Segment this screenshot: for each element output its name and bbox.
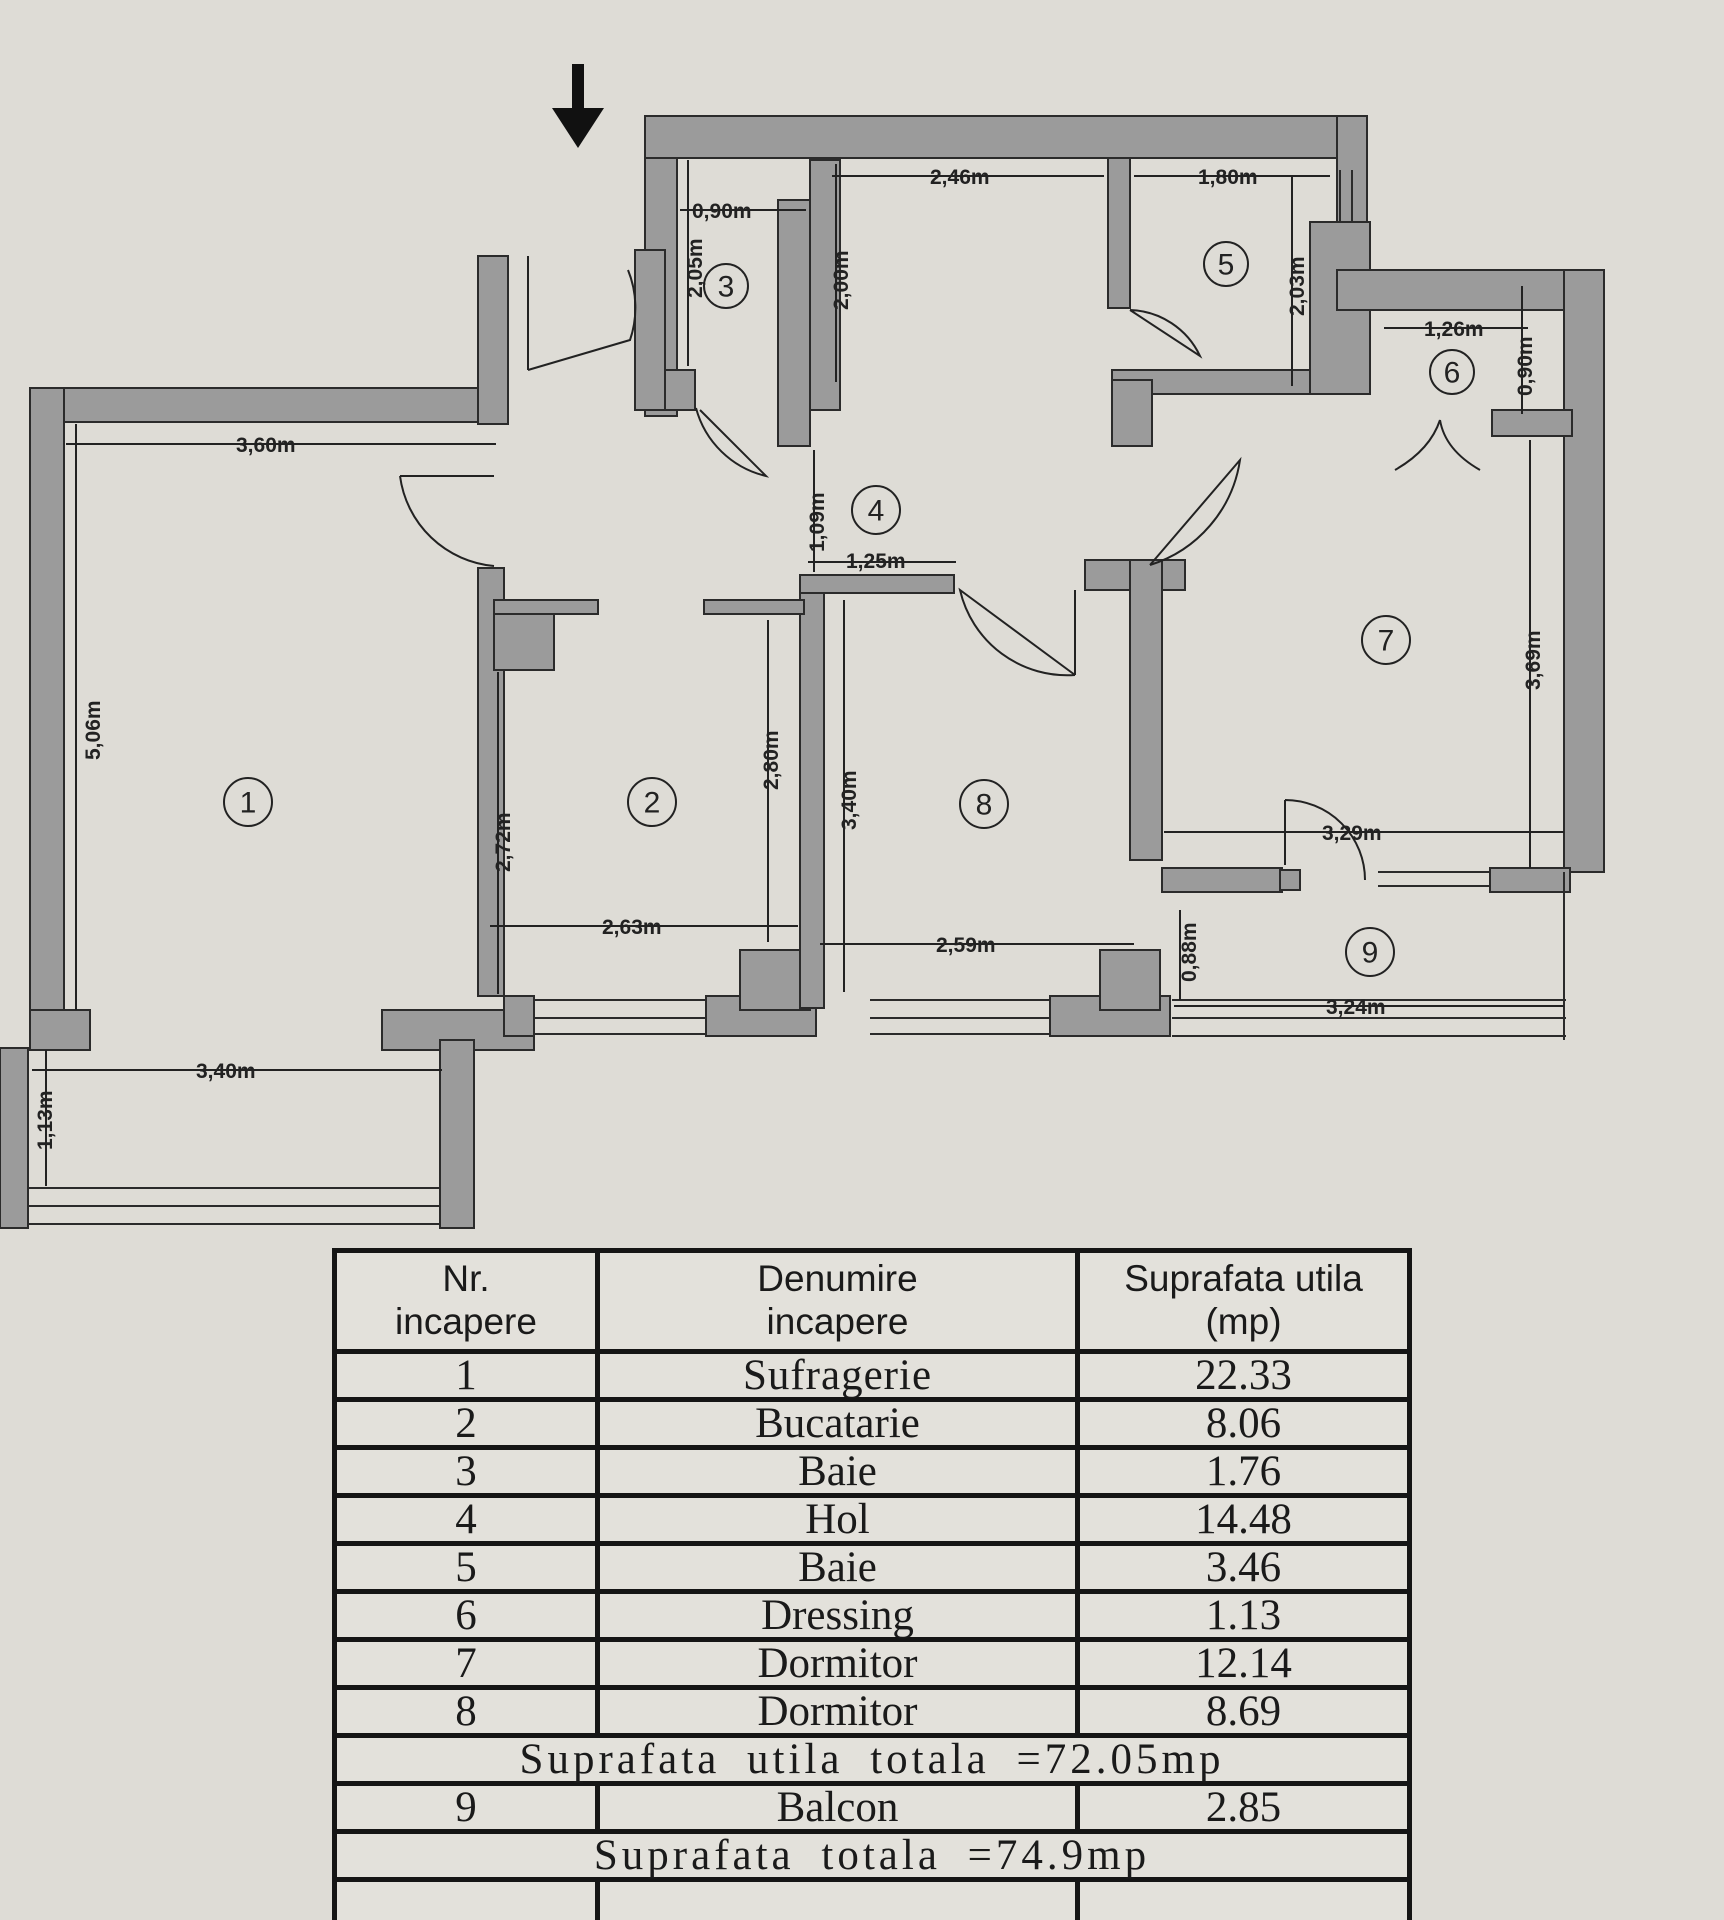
dimension-labels: 3,60m 5,06m 3,40m 1,13m 0,90m 2,05m 2,46… xyxy=(34,166,1545,1150)
dim-label: 0,90m xyxy=(1514,336,1537,396)
dim-label: 3,40m xyxy=(196,1060,256,1083)
cell-area: 8.06 xyxy=(1075,1397,1412,1450)
room-number-7: 7 xyxy=(1378,625,1395,658)
cell-nr: 9 xyxy=(332,1781,600,1834)
dim-label: 2,05m xyxy=(684,238,707,298)
cell-nr: 1 xyxy=(332,1349,600,1402)
dim-label: 2,72m xyxy=(492,812,515,872)
table-row: 2 Bucatarie 8.06 xyxy=(332,1397,1412,1450)
dim-label: 3,40m xyxy=(838,770,861,830)
table-row: 7 Dormitor 12.14 xyxy=(332,1637,1412,1690)
cell-area: 8.69 xyxy=(1075,1685,1412,1738)
cell-name: Dormitor xyxy=(595,1685,1080,1738)
dim-label: 3,24m xyxy=(1326,996,1386,1019)
cell-nr: 7 xyxy=(332,1637,600,1690)
rooms-table-container: Nr. incapere Denumire incapere Suprafata… xyxy=(332,1248,1412,1920)
dim-label: 2,00m xyxy=(830,250,853,310)
room-number-2: 2 xyxy=(644,787,661,820)
dim-label: 2,59m xyxy=(936,934,996,957)
room-circles xyxy=(223,241,1475,977)
entrance-arrow-icon xyxy=(552,64,604,148)
cell-nr: 6 xyxy=(332,1589,600,1642)
cell-name: Dormitor xyxy=(595,1637,1080,1690)
cell-name: Baie xyxy=(595,1541,1080,1594)
room-numbers: 1 2 3 4 5 6 7 8 9 xyxy=(240,249,1461,970)
subtotal-row: Suprafata utila totala =72.05mp xyxy=(332,1733,1412,1786)
cell-name: Bucatarie xyxy=(595,1397,1080,1450)
dim-label: 1,09m xyxy=(806,492,829,552)
cell-nr: 8 xyxy=(332,1685,600,1738)
dim-label: 3,69m xyxy=(1522,630,1545,690)
table-row: 8 Dormitor 8.69 xyxy=(332,1685,1412,1738)
room-number-6: 6 xyxy=(1444,357,1461,390)
dim-label: 1,13m xyxy=(34,1090,57,1150)
cell-nr: 3 xyxy=(332,1445,600,1498)
dim-label: 2,46m xyxy=(930,166,990,189)
header-name: Denumire incapere xyxy=(595,1248,1080,1354)
cell-area: 12.14 xyxy=(1075,1637,1412,1690)
cell-nr: 5 xyxy=(332,1541,600,1594)
doors xyxy=(399,256,1481,881)
subtotal-cell: Suprafata utila totala =72.05mp xyxy=(332,1733,1412,1786)
dim-label: 1,26m xyxy=(1424,318,1484,341)
room-number-9: 9 xyxy=(1362,937,1379,970)
table-row: 4 Hol 14.48 xyxy=(332,1493,1412,1546)
cell-area: 1.76 xyxy=(1075,1445,1412,1498)
total-cell: Suprafata totala =74.9mp xyxy=(332,1829,1412,1882)
dim-label: 1,80m xyxy=(1198,166,1258,189)
total-row: Suprafata totala =74.9mp xyxy=(332,1829,1412,1882)
dim-label: 3,60m xyxy=(236,434,296,457)
cell-area: 22.33 xyxy=(1075,1349,1412,1402)
room-number-3: 3 xyxy=(718,271,735,304)
room-number-4: 4 xyxy=(868,495,885,528)
cell-empty xyxy=(595,1877,1080,1920)
dim-label: 3,29m xyxy=(1322,822,1382,845)
table-row: 5 Baie 3.46 xyxy=(332,1541,1412,1594)
cell-empty xyxy=(332,1877,600,1920)
floor-plan: 1 2 3 4 5 6 7 8 9 3,60m 5,06m 3,40m 1,13… xyxy=(0,64,1605,1229)
table-row: 6 Dressing 1.13 xyxy=(332,1589,1412,1642)
dim-label: 1,25m xyxy=(846,550,906,573)
table-row: 3 Baie 1.76 xyxy=(332,1445,1412,1498)
dim-label: 0,90m xyxy=(692,200,752,223)
cell-nr: 2 xyxy=(332,1397,600,1450)
room-number-5: 5 xyxy=(1218,249,1235,282)
cell-name: Dressing xyxy=(595,1589,1080,1642)
rooms-table: Nr. incapere Denumire incapere Suprafata… xyxy=(332,1248,1412,1920)
cell-name: Balcon xyxy=(595,1781,1080,1834)
table-row: 1 Sufragerie 22.33 xyxy=(332,1349,1412,1402)
dim-label: 0,88m xyxy=(1178,922,1201,982)
cell-nr: 4 xyxy=(332,1493,600,1546)
cell-name: Hol xyxy=(595,1493,1080,1546)
cell-area: 14.48 xyxy=(1075,1493,1412,1546)
cell-area: 1.13 xyxy=(1075,1589,1412,1642)
windows xyxy=(28,170,1566,1225)
cell-empty xyxy=(1075,1877,1412,1920)
cell-area: 2.85 xyxy=(1075,1781,1412,1834)
header-nr: Nr. incapere xyxy=(332,1248,600,1354)
cell-area: 3.46 xyxy=(1075,1541,1412,1594)
room-number-1: 1 xyxy=(240,787,257,820)
dimension-lines xyxy=(32,160,1564,1186)
dim-label: 2,80m xyxy=(760,730,783,790)
cell-name: Baie xyxy=(595,1445,1080,1498)
header-area: Suprafata utila (mp) xyxy=(1075,1248,1412,1354)
dim-label: 2,63m xyxy=(602,916,662,939)
room-number-8: 8 xyxy=(976,789,993,822)
dim-label: 2,03m xyxy=(1286,256,1309,316)
cell-name: Sufragerie xyxy=(595,1349,1080,1402)
walls xyxy=(0,115,1605,1229)
table-row-cut xyxy=(332,1877,1412,1920)
dim-label: 5,06m xyxy=(82,700,105,760)
table-header-row: Nr. incapere Denumire incapere Suprafata… xyxy=(332,1248,1412,1354)
table-row: 9 Balcon 2.85 xyxy=(332,1781,1412,1834)
